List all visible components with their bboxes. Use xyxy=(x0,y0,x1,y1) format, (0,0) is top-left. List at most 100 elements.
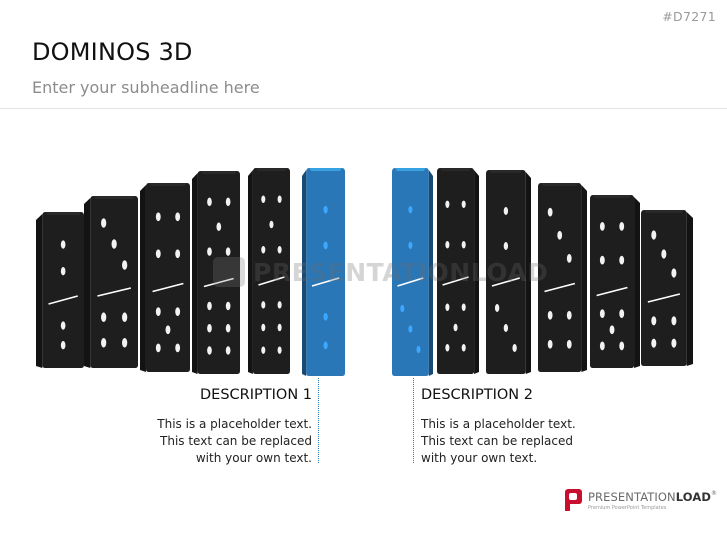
domino-pip xyxy=(225,197,231,207)
domino-edge xyxy=(148,183,187,186)
domino-pip xyxy=(408,241,413,250)
description-1-connector xyxy=(318,378,319,463)
domino-divider xyxy=(491,277,521,287)
domino-pip xyxy=(277,301,282,309)
domino-pip xyxy=(225,346,231,355)
domino-pip xyxy=(165,325,171,335)
domino-pip xyxy=(323,312,328,321)
domino-side xyxy=(686,212,693,366)
domino-8 xyxy=(437,168,479,374)
domino-pip xyxy=(461,344,466,352)
logo-name: PRESENTATIONLOAD® xyxy=(588,489,718,504)
domino-1 xyxy=(36,212,84,368)
domino-pip xyxy=(225,324,231,333)
domino-pip xyxy=(599,255,605,265)
domino-face xyxy=(392,168,429,376)
domino-pip xyxy=(547,339,553,349)
domino-edge xyxy=(200,171,237,174)
domino-pip xyxy=(101,218,107,228)
domino-side xyxy=(248,170,253,374)
domino-pip xyxy=(261,246,266,254)
slide-code: #D7271 xyxy=(662,9,716,24)
domino-divider xyxy=(258,276,285,286)
domino-11 xyxy=(590,195,640,368)
domino-pip xyxy=(566,254,572,263)
page-title: DOMINOS 3D xyxy=(32,38,193,66)
domino-pip xyxy=(671,338,677,348)
domino-pip xyxy=(277,246,282,254)
domino-2 xyxy=(84,196,138,368)
description-1-heading: DESCRIPTION 1 xyxy=(200,387,312,403)
domino-pip xyxy=(619,255,625,265)
domino-divider xyxy=(596,286,628,297)
domino-face xyxy=(590,195,635,368)
domino-pip xyxy=(60,321,66,330)
domino-edge xyxy=(309,168,342,171)
domino-edge xyxy=(644,210,684,213)
domino-pip xyxy=(207,346,212,355)
domino-pip xyxy=(175,212,181,222)
domino-pip xyxy=(461,200,466,209)
domino-pip xyxy=(512,344,517,352)
domino-pip xyxy=(60,341,66,350)
domino-pip xyxy=(155,343,161,353)
domino-pip xyxy=(323,241,328,250)
domino-pip xyxy=(60,267,66,276)
domino-pip xyxy=(503,207,509,215)
domino-pip xyxy=(269,220,274,229)
domino-pip xyxy=(408,325,413,333)
domino-pip xyxy=(122,312,128,322)
domino-pip xyxy=(207,324,212,333)
domino-side xyxy=(428,170,433,376)
brand-logo: PRESENTATIONLOAD® Premium PowerPoint Tem… xyxy=(565,489,717,511)
domino-pip xyxy=(122,338,128,348)
domino-side xyxy=(36,214,43,368)
domino-pip xyxy=(216,222,222,231)
domino-pip xyxy=(400,304,405,313)
domino-pip xyxy=(445,303,450,311)
domino-side xyxy=(302,170,307,376)
domino-face xyxy=(538,183,582,372)
page-subtitle: Enter your subheadline here xyxy=(32,78,260,97)
description-1-body: This is a placeholder text. This text ca… xyxy=(157,417,312,465)
domino-pip xyxy=(261,195,266,203)
domino-face xyxy=(90,196,138,368)
domino-side xyxy=(192,173,198,374)
domino-side xyxy=(474,170,479,374)
domino-pip xyxy=(277,195,282,203)
description-2-heading: DESCRIPTION 2 xyxy=(421,387,533,403)
domino-pip xyxy=(207,247,212,256)
domino-pip xyxy=(461,240,466,249)
domino-pip xyxy=(619,309,625,319)
domino-edge xyxy=(593,195,632,198)
domino-7 xyxy=(392,168,433,376)
domino-pip xyxy=(547,207,553,217)
domino-face xyxy=(252,168,290,374)
domino-pip xyxy=(111,239,117,249)
domino-pip xyxy=(619,341,625,351)
domino-pip xyxy=(445,344,450,352)
domino-divider xyxy=(48,295,78,305)
domino-pip xyxy=(445,200,450,209)
domino-divider xyxy=(311,277,340,287)
domino-pip xyxy=(323,205,328,214)
domino-side xyxy=(84,198,91,368)
domino-divider xyxy=(647,293,681,303)
domino-pip xyxy=(547,310,553,320)
domino-pip xyxy=(651,230,657,240)
domino-pip xyxy=(566,310,572,320)
domino-pip xyxy=(599,341,605,351)
domino-pip xyxy=(155,249,161,259)
domino-pip xyxy=(122,260,128,270)
domino-face xyxy=(145,183,190,372)
domino-edge xyxy=(93,196,135,199)
domino-side xyxy=(581,185,587,372)
domino-pip xyxy=(207,301,212,311)
domino-side xyxy=(634,197,640,368)
domino-face xyxy=(306,168,345,376)
domino-pip xyxy=(566,339,572,349)
domino-edge xyxy=(395,168,426,171)
watermark: PRESENTATIONLOAD xyxy=(213,257,548,287)
domino-pip xyxy=(503,242,509,250)
